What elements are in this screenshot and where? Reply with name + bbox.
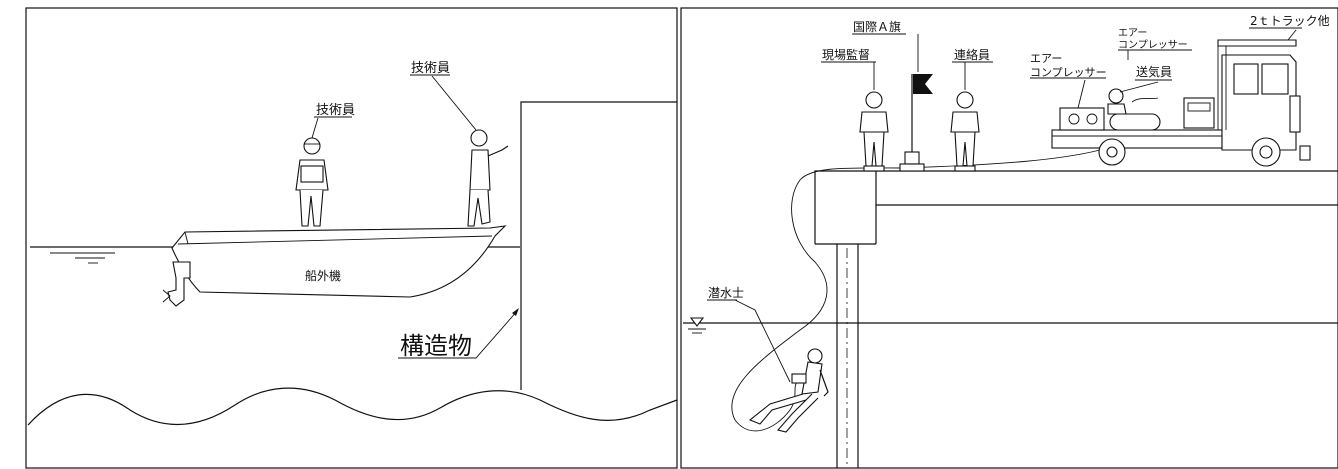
outboard-motor-icon bbox=[167, 261, 191, 307]
right-panel: 国際Ａ旗 現場監督 連絡員 エアー コンプレッサー エアー コンプレッサー 送気… bbox=[680, 7, 1338, 469]
quay-deck bbox=[875, 171, 1338, 206]
label-compressor-a-line1: エアー bbox=[1030, 52, 1062, 65]
diver-figure bbox=[748, 348, 829, 433]
structure-outline bbox=[520, 101, 677, 390]
liaison-figure bbox=[950, 91, 980, 172]
boat-gunwale bbox=[177, 235, 493, 245]
label-truck: 2ｔトラック他 bbox=[1250, 14, 1330, 28]
leader-tech-b bbox=[431, 75, 477, 131]
left-panel: 技術員 技術員 船外機 構造物 bbox=[25, 7, 678, 469]
water-level-icon bbox=[689, 317, 705, 327]
flag-a-figure bbox=[899, 74, 933, 172]
tech-a-head bbox=[303, 137, 321, 155]
tech-b-arm bbox=[487, 145, 509, 157]
truck-figure bbox=[1051, 39, 1311, 167]
label-compressor-a-line2: コンプレッサー bbox=[1030, 66, 1107, 79]
leader-diver bbox=[734, 299, 791, 383]
flag-base bbox=[904, 151, 920, 165]
label-boat: 船外機 bbox=[305, 268, 341, 283]
truck-window-a bbox=[1233, 63, 1259, 95]
truck-bed bbox=[1051, 129, 1223, 149]
supervisor-legs bbox=[863, 131, 885, 167]
leader-truck bbox=[1287, 29, 1297, 41]
diver-leg-a bbox=[748, 393, 807, 425]
label-supervisor: 現場監督 bbox=[822, 47, 870, 62]
technician-a-figure bbox=[295, 137, 329, 227]
label-compressor-b-line1: エアー bbox=[1118, 28, 1147, 39]
liaison-body bbox=[950, 111, 980, 133]
boat-stern-line bbox=[184, 231, 189, 245]
diver-leg-b bbox=[776, 393, 819, 433]
air-supply-worker-head bbox=[1108, 88, 1124, 104]
liaison-legs bbox=[954, 131, 976, 167]
leader-structure-arrow bbox=[512, 308, 519, 316]
tech-b-legs bbox=[467, 189, 491, 227]
air-hose-line bbox=[731, 149, 1101, 432]
diver-arm bbox=[819, 369, 829, 397]
tech-b-body bbox=[469, 149, 491, 191]
label-technician-b: 技術員 bbox=[411, 61, 450, 76]
label-technician-a: 技術員 bbox=[316, 103, 355, 118]
right-panel-frame bbox=[680, 7, 1338, 469]
supervisor-figure bbox=[859, 91, 889, 172]
truck-window-b bbox=[1261, 63, 1289, 95]
quay-top bbox=[814, 170, 1338, 244]
leader-compressor-a bbox=[1077, 79, 1086, 109]
label-liaison: 連絡員 bbox=[954, 47, 990, 62]
air-compressor-a bbox=[1059, 107, 1105, 131]
leader-air-supply bbox=[1119, 81, 1159, 93]
air-supply-worker-body bbox=[1107, 103, 1127, 115]
air-compressor-b bbox=[1183, 97, 1215, 129]
boat bbox=[162, 225, 507, 307]
left-panel-frame bbox=[25, 7, 678, 469]
seabed-line bbox=[27, 387, 678, 426]
crane-boom bbox=[1217, 39, 1297, 47]
diver-tank bbox=[791, 373, 807, 384]
tech-a-legs bbox=[299, 189, 324, 227]
label-structure: 構造物 bbox=[400, 332, 472, 360]
diver-helmet bbox=[807, 348, 823, 364]
technician-b-figure bbox=[467, 129, 509, 227]
leader-tech-a bbox=[311, 117, 319, 139]
air-tank bbox=[1109, 113, 1161, 131]
tech-a-board bbox=[300, 165, 324, 183]
supervisor-body bbox=[859, 111, 889, 133]
tech-b-head bbox=[470, 129, 488, 147]
label-flag-a: 国際Ａ旗 bbox=[853, 19, 901, 34]
flag-a-icon bbox=[913, 74, 933, 94]
label-compressor-b-line2: コンプレッサー bbox=[1118, 39, 1188, 51]
propeller-icon bbox=[162, 289, 171, 303]
supervisor-head bbox=[865, 91, 883, 109]
liaison-head bbox=[956, 91, 974, 109]
label-air-supply: 送気員 bbox=[1136, 64, 1172, 79]
label-diver: 潜水士 bbox=[708, 286, 744, 300]
